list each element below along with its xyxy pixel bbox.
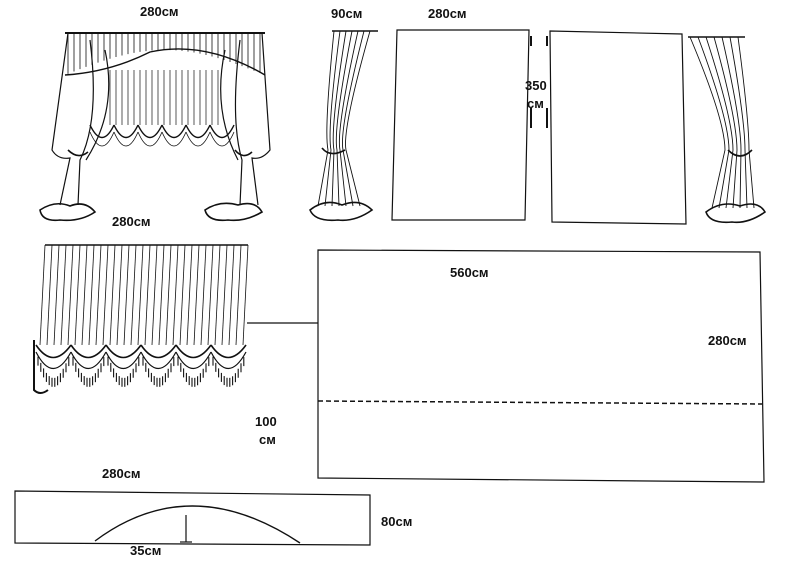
left-side-curtain-illustration bbox=[309, 30, 378, 222]
right-side-curtain-illustration bbox=[688, 36, 767, 224]
pelmet-outline bbox=[14, 490, 371, 546]
pelmet-arch bbox=[94, 505, 301, 544]
curtain-set-illustration bbox=[39, 32, 271, 222]
label-fold-height-1: 100 bbox=[255, 414, 277, 429]
label-side-curtain-width: 90см bbox=[331, 6, 363, 21]
label-pelmet-height: 80см bbox=[381, 514, 413, 529]
label-panel-height-2: см bbox=[527, 96, 544, 111]
label-fold-height-2: см bbox=[259, 432, 276, 447]
label-pelmet-width: 280см bbox=[102, 466, 141, 481]
fold-line bbox=[317, 400, 763, 405]
fabric-rectangle bbox=[317, 249, 765, 483]
label-fabric-height: 280см bbox=[708, 333, 747, 348]
label-panel-height-1: 350 bbox=[525, 78, 547, 93]
austrian-blind-illustration bbox=[33, 244, 249, 394]
label-panel-width: 280см bbox=[428, 6, 467, 21]
panel-right bbox=[549, 30, 687, 225]
panel-left bbox=[391, 29, 530, 221]
label-arch-depth: 35см bbox=[130, 543, 162, 558]
label-set-width: 280см bbox=[140, 4, 179, 19]
label-blind-width: 280см bbox=[112, 214, 151, 229]
label-fabric-width: 560см bbox=[450, 265, 489, 280]
